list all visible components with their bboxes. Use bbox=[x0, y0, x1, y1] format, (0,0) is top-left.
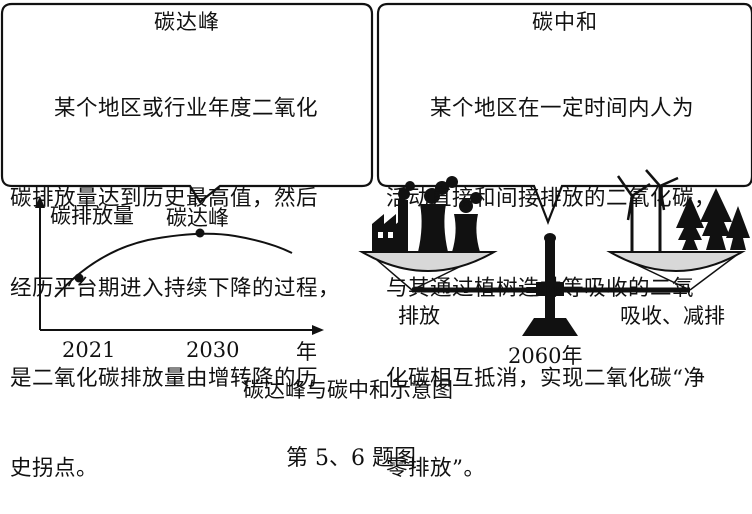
tick-2030: 2030 bbox=[186, 338, 240, 362]
year-2060-label: 2060年 bbox=[508, 344, 583, 368]
left-bubble-line: 某个地区或行业年度二氧化 bbox=[10, 96, 319, 121]
left-bubble-text: 某个地区或行业年度二氧化 碳排放量达到历史最高值，然后 经历平台期进入持续下降的… bbox=[10, 34, 340, 514]
figure-number: 第 5、6 题图 bbox=[286, 446, 416, 471]
scale-top-knob bbox=[544, 233, 556, 243]
balance-scale bbox=[358, 169, 750, 336]
y-axis-arrow bbox=[35, 196, 45, 208]
left-bubble-line: 经历平台期进入持续下降的过程， bbox=[10, 276, 341, 301]
right-bubble-line: 与其通过植树造林等吸收的二氧 bbox=[386, 276, 695, 301]
diagram-caption: 碳达峰与碳中和示意图 bbox=[243, 378, 453, 402]
right-speech-bubble bbox=[376, 2, 752, 226]
x-axis-arrow bbox=[312, 325, 324, 335]
point-2030-peak bbox=[195, 228, 205, 238]
right-pan-string-2 bbox=[689, 253, 739, 291]
right-bubble-line: 化碳相互抵消，实现二氧化碳“净 bbox=[386, 366, 706, 391]
point-2021 bbox=[74, 273, 84, 283]
scale-base bbox=[522, 318, 578, 336]
tick-2021: 2021 bbox=[62, 338, 116, 362]
left-pan bbox=[358, 251, 498, 272]
absorption-label: 吸收、减排 bbox=[620, 304, 725, 328]
right-bubble-line: 活动直接和间接排放的二氧化碳， bbox=[386, 186, 717, 211]
left-bubble-title: 碳达峰 bbox=[154, 10, 220, 34]
right-pan bbox=[606, 251, 746, 272]
diagram-graphics bbox=[0, 2, 752, 336]
right-bubble-text: 某个地区在一定时间内人为 活动直接和间接排放的二氧化碳， 与其通过植树造林等吸收… bbox=[386, 34, 716, 514]
y-axis-label: 碳排放量 bbox=[50, 204, 134, 228]
left-bubble-line: 是二氧化碳排放量由增转降的历 bbox=[10, 366, 319, 391]
emission-curve bbox=[54, 232, 293, 298]
scale-pivot bbox=[536, 282, 564, 296]
emission-label: 排放 bbox=[398, 304, 440, 328]
right-bubble-line: 某个地区在一定时间内人为 bbox=[386, 96, 695, 121]
factory-icon bbox=[372, 176, 482, 252]
wind-turbine-and-trees-icon bbox=[616, 169, 750, 252]
right-bubble-title: 碳中和 bbox=[532, 10, 598, 34]
peak-label: 碳达峰 bbox=[166, 206, 229, 230]
right-bubble-line: 零排放”。 bbox=[386, 456, 486, 481]
left-speech-bubble bbox=[0, 2, 374, 204]
x-axis-label: 年 bbox=[296, 340, 317, 364]
carbon-peak-chart bbox=[35, 196, 324, 335]
left-bubble-line: 碳排放量达到历史最高值，然后 bbox=[10, 186, 319, 211]
